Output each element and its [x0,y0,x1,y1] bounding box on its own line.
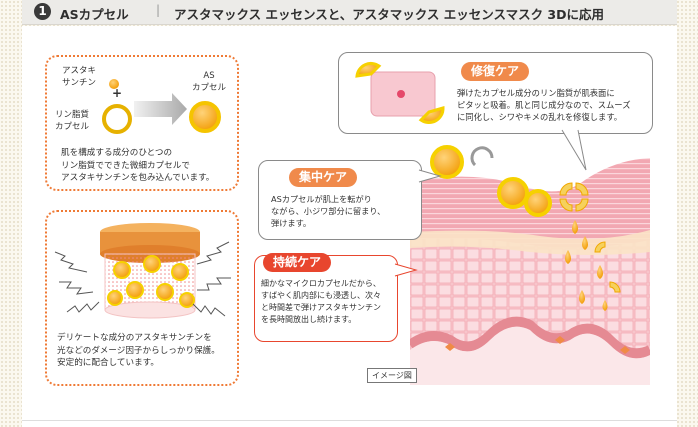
as-capsule-label: AS カプセル [192,70,226,94]
sustain-desc-line2: すばやく肌内部にも浸透し、次々 [261,291,381,300]
focus-care-label: 集中ケア [289,168,357,187]
repair-care-description: 弾けたカプセル成分のリン脂質が肌表面に ピタッと吸着。肌と同じ成分なので、スムー… [457,87,631,123]
granular-layer [410,230,650,255]
repair-callout-pointer [561,129,587,171]
section-title: ASカプセル [60,7,129,22]
astaxanthin-droplets [565,220,608,311]
deep-capsule-fragments [594,241,621,293]
lipid-capsule-icon [102,104,132,134]
repair-care-callout: 修復ケア 弾けたカプセル成分のリン脂質が肌表面に ピタッと吸着。肌と同じ成分なの… [338,52,653,134]
capsule-formation-description: 肌を構成する成分のひとつの リン脂質でできた微細カプセルで アスタキサンチンを包… [61,147,214,185]
repair-desc-line2: ピタッと吸着。肌と同じ成分なので、スムーズ [457,100,631,110]
protection-desc-line2: 光などのダメージ因子からしっかり保護。 [57,345,220,356]
skin-cross-section [410,145,650,385]
protection-box: デリケートな成分のアスタキサンチンを 光などのダメージ因子からしっかり保護。 安… [45,210,239,386]
focus-care-description: ASカプセルが肌上を転がり ながら、小ジワ部分に留まり、 弾けます。 [271,193,385,229]
sustain-desc-line4: を長時間放出し続けます。 [261,315,357,324]
lipid-capsule-label-line2: カプセル [55,122,90,132]
bursting-capsule [559,182,589,212]
capsule-formation-illustration [102,79,221,134]
capsule-desc-line2: リン脂質でできた微細カプセルで [61,160,190,171]
capsule-half-bottom-right [418,106,445,124]
sustain-care-callout: 持続ケア 細かなマイクロカプセルだから、 すばやく肌内部にも浸透し、次々 と時間… [254,253,398,342]
as-capsule-label-line1: AS [203,71,215,81]
patch-dot [397,90,405,98]
repair-care-label: 修復ケア [461,62,529,81]
lipid-capsule-label-line1: リン脂質 [55,110,90,120]
lipid-capsule-label: リン脂質 カプセル [55,109,89,133]
as-capsule-icon [189,101,221,133]
plus-sign: + [112,86,123,100]
basement-membrane [410,316,650,359]
capsule-desc-line3: アスタキサンチンを包み込んでいます。 [61,173,215,183]
astaxanthin-dot [109,79,119,89]
image-note: イメージ図 [367,368,417,383]
jar-base [104,301,196,319]
focus-care-callout: 集中ケア ASカプセルが肌上を転がり ながら、小ジワ部分に留まり、 弾けます。 [258,160,422,240]
section-header: 1 ASカプセル | アスタマックス エッセンスと、アスタマックス エッセンスマ… [22,0,677,25]
damage-factor-zigzags [54,241,231,317]
repair-desc-line1: 弾けたカプセル成分のリン脂質が肌表面に [457,88,615,98]
rolling-arrow-icon [470,146,494,167]
repair-desc-line3: に同化し、シワやキメの乱れを修復します。 [457,112,623,122]
capsule-formation-box: アスタキ サンチン リン脂質 カプセル AS カプセル + 肌を構成する成分のひ… [45,55,239,191]
protection-desc-line3: 安定的に配合しています。 [57,358,160,368]
dermis-layer [410,326,650,385]
basal-cells [445,336,630,354]
protection-desc-line1: デリケートな成分のアスタキサンチンを [57,333,212,343]
repair-illustration [355,61,445,124]
sustain-care-description: 細かなマイクロカプセルだから、 すばやく肌内部にも浸透し、次々 と時間差で弾けア… [261,278,381,326]
focus-desc-line1: ASカプセルが肌上を転がり [271,194,372,204]
capsules-on-skin [430,145,552,217]
astaxanthin-label: アスタキ サンチン [62,65,96,89]
capsule-half-top-left [355,61,382,78]
right-arrow-icon [134,93,187,125]
sustain-desc-line3: と時間差で弾けアスタキサンチン [261,303,381,312]
focus-callout-pointer [418,169,442,183]
sustain-callout-pointer [394,263,418,277]
focus-desc-line3: 弾けます。 [271,218,312,228]
capsule-desc-line1: 肌を構成する成分のひとつの [61,148,173,158]
protected-capsules [107,255,195,308]
sustain-desc-line1: 細かなマイクロカプセルだから、 [261,279,381,288]
section-subtitle: アスタマックス エッセンスと、アスタマックス エッセンスマスク 3Dに応用 [174,7,605,22]
astaxanthin-label-line2: サンチン [62,78,97,88]
protected-jar-illustration [54,223,231,319]
section-number-badge: 1 [34,3,51,20]
as-capsule-label-line2: カプセル [192,83,227,93]
bottom-divider [22,420,677,421]
protection-description: デリケートな成分のアスタキサンチンを 光などのダメージ因子からしっかり保護。 安… [57,332,220,370]
focus-desc-line2: ながら、小ジワ部分に留まり、 [271,206,386,216]
sustain-care-label: 持続ケア [263,253,331,272]
astaxanthin-label-line1: アスタキ [62,66,97,76]
title-separator: | [156,3,161,17]
